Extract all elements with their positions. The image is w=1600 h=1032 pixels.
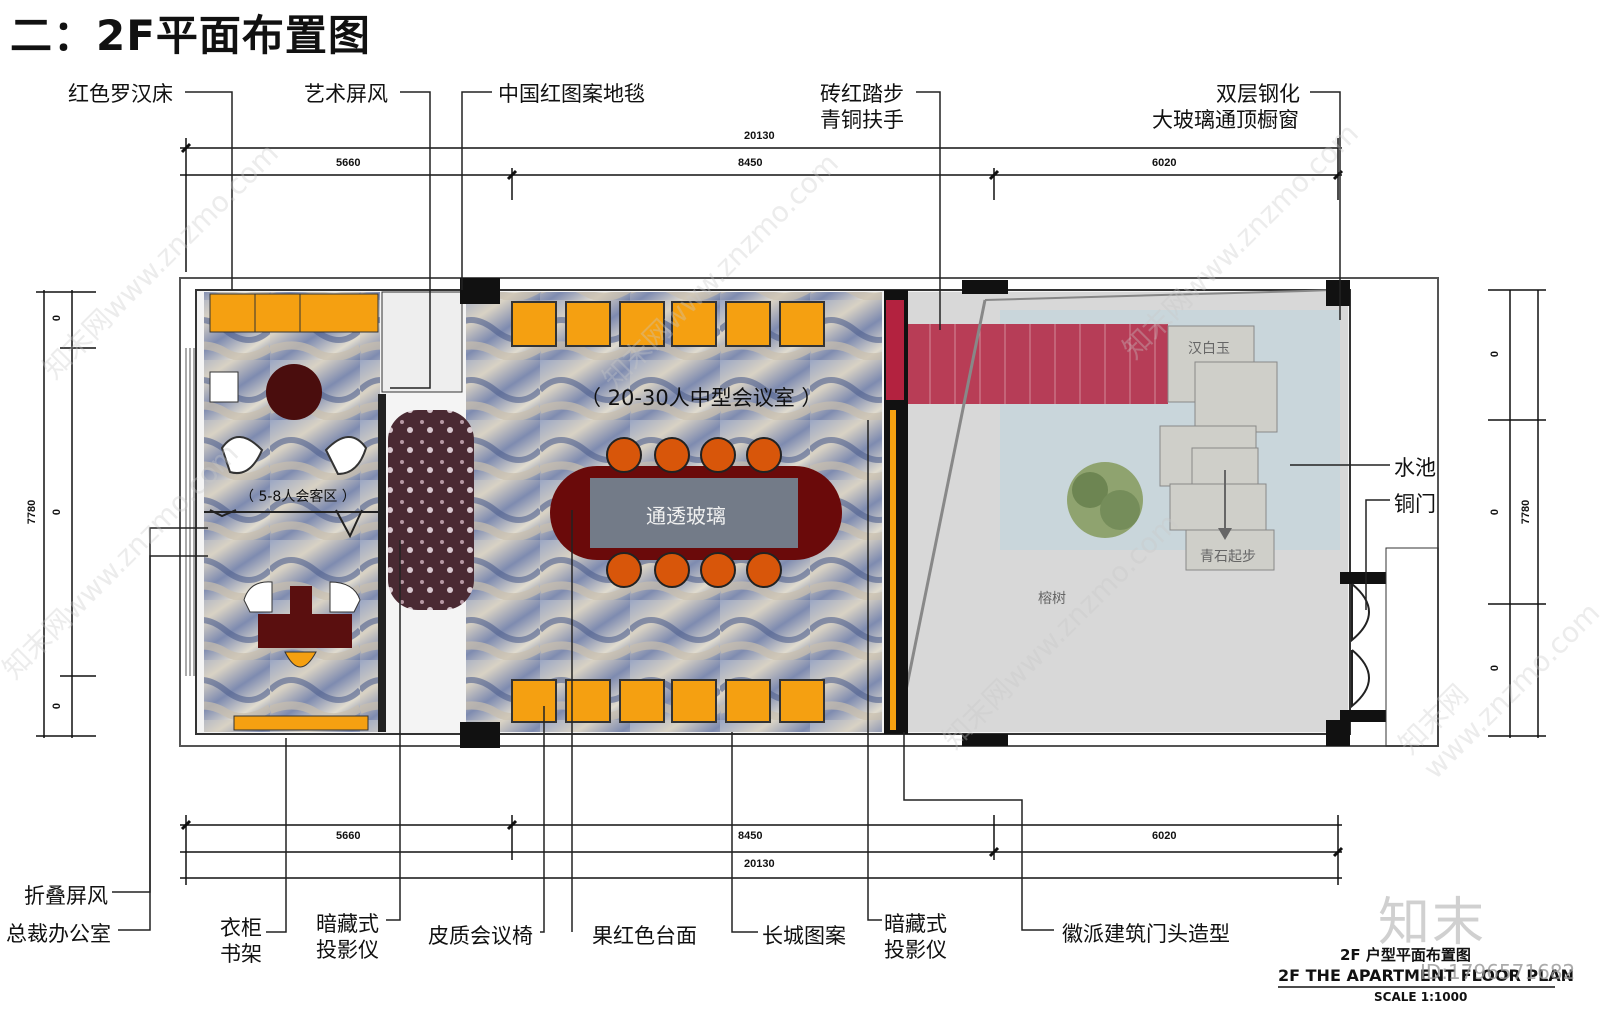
label-wardrobe-2: 书架 [220,942,262,966]
dim-right-b: 0 [1489,508,1502,516]
label-projector-right-1: 暗藏式 [884,912,947,936]
dim-top-seg3: 6020 [1152,157,1177,169]
label-fruit-red-table: 果红色台面 [592,924,697,948]
banyan-label: 榕树 [1038,591,1066,607]
stone-steps-label: 青石起步 [1200,549,1256,565]
dim-bottom-seg3: 6020 [1152,830,1177,842]
footer-en-title: 2F THE APARTMENT FLOOR PLAN [1278,966,1575,985]
label-bronze-door: 铜门 [1394,492,1436,516]
label-wardrobe-1: 衣柜 [220,916,262,940]
dim-left-b: 0 [51,508,64,516]
dim-bottom-seg1: 5660 [336,830,361,842]
footer-cn-title: 2F 户型平面布置图 [1340,946,1471,964]
label-folding-screen: 折叠屏风 [24,884,108,908]
page-title: 二：2F平面布置图 [10,11,371,60]
label-projector-left-2: 投影仪 [316,938,379,962]
dim-bottom-seg2: 8450 [738,830,763,842]
logo: 知末 [1378,893,1487,953]
luohan-bed [209,293,379,333]
footer-id: ID:1796571682 [1420,960,1576,984]
meeting-room-label: （ 20-30人中型会议室 ） [580,386,823,410]
bookshelf [233,715,369,731]
brick-steps [908,324,1168,404]
han-jade-label: 汉白玉 [1188,341,1230,357]
reception-label: （ 5-8人会客区 ） [240,489,356,505]
glass-label: 通透玻璃 [646,504,726,528]
dim-top-seg1: 5660 [336,157,361,169]
label-chinese-red-carpet: 中国红图案地毯 [498,82,645,106]
meeting-chairs [606,437,782,588]
dim-top-seg2: 8450 [738,157,763,169]
label-ceo-office: 总裁办公室 [6,922,111,946]
dim-top-total: 20130 [744,130,775,142]
footer-scale: SCALE 1:1000 [1374,990,1468,1004]
label-projector-left-1: 暗藏式 [316,912,379,936]
label-projector-right-2: 投影仪 [884,938,947,962]
label-brick-steps: 砖红踏步 [820,82,904,106]
dim-right-c: 0 [1489,664,1502,672]
label-bronze-handrail: 青铜扶手 [820,108,904,132]
label-leather-chair: 皮质会议椅 [428,924,533,948]
dim-bottom-total: 20130 [744,858,775,870]
chairs-bottom [511,679,825,723]
dim-left-total: 7780 [26,499,39,525]
art-screen-panel [388,410,474,610]
label-double-glass-2: 大玻璃通顶橱窗 [1152,108,1299,132]
label-art-screen: 艺术屏风 [304,82,388,106]
dim-left-a: 0 [51,314,64,322]
label-huipai-gate: 徽派建筑门头造型 [1062,922,1230,946]
building-outline [179,277,1439,747]
label-double-glass-1: 双层钢化 [1216,82,1300,106]
label-pool: 水池 [1394,456,1436,480]
dim-right-a: 0 [1489,350,1502,358]
dim-right-total: 7780 [1520,499,1533,525]
label-great-wall: 长城图案 [762,924,846,948]
chairs-top [511,301,825,347]
dim-left-c: 0 [51,702,64,710]
reception-table [266,364,322,420]
label-red-luohan-bed: 红色罗汉床 [68,82,173,106]
